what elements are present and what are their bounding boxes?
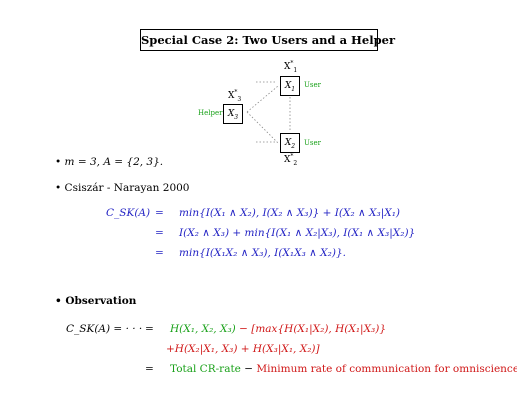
obs-total-cr-rate: Total CR-rate <box>170 363 241 375</box>
obs-minus: − <box>244 363 254 375</box>
user-label-top: User <box>304 81 321 89</box>
bullet-dot: • <box>55 295 62 307</box>
node-top-label: X*1 <box>284 60 298 74</box>
csk-eq-1: = <box>155 207 164 219</box>
bullet-observation-text: Observation <box>65 295 137 307</box>
obs-eq-3: = <box>145 363 154 375</box>
bullet-reference-text: Csiszár - Narayan 2000 <box>64 182 190 194</box>
csk-line-3: min{I(X₁X₂ ∧ X₃), I(X₁X₃ ∧ X₂)}. <box>179 247 346 259</box>
obs-max-term: − [max{H(X₁|X₂), H(X₁|X₃)} <box>239 323 387 335</box>
obs-eq-1: = <box>145 323 154 335</box>
csk-eq-3: = <box>155 247 164 259</box>
diagram-lines <box>246 81 291 144</box>
bullet-params-text: m = 3, A = {2, 3}. <box>64 156 164 168</box>
node-bottom-label: X*2 <box>284 153 298 167</box>
csk-eq-2: = <box>155 227 164 239</box>
obs-min-rate: Minimum rate of communication for omnisc… <box>256 363 517 375</box>
bullet-params: • m = 3, A = {2, 3}. <box>55 156 163 168</box>
node-helper-label: X*3 <box>228 89 242 103</box>
link-helper-bottom <box>246 111 279 144</box>
obs-line-2: +H(X₂|X₁, X₃) + H(X₃|X₁, X₂)] <box>166 343 320 355</box>
csk-line-2: I(X₂ ∧ X₃) + min{I(X₁ ∧ X₂|X₃), I(X₁ ∧ X… <box>179 227 416 239</box>
slide-title: Special Case 2: Two Users and a Helper <box>140 29 395 51</box>
node-top: X1 <box>280 76 300 96</box>
csk-line-1: min{I(X₁ ∧ X₂), I(X₂ ∧ X₃)} + I(X₂ ∧ X₃|… <box>179 207 401 219</box>
bullet-dot: • <box>55 156 62 168</box>
obs-lhs: C_SK(A) = · · · <box>66 323 143 335</box>
user-label-bottom: User <box>304 139 321 147</box>
obs-total-entropy: H(X₁, X₂, X₃) <box>170 323 236 335</box>
node-bottom: X2 <box>280 133 300 153</box>
obs-line-1: H(X₁, X₂, X₃) − [max{H(X₁|X₂), H(X₁|X₃)} <box>170 323 386 335</box>
bullet-observation: • Observation <box>55 295 136 307</box>
bullet-reference: • Csiszár - Narayan 2000 <box>55 182 190 194</box>
helper-label: Helper <box>198 109 223 117</box>
csk-lhs: C_SK(A) <box>106 207 151 219</box>
obs-line-3: Total CR-rate − Minimum rate of communic… <box>170 363 517 375</box>
node-helper: X3 <box>223 104 243 124</box>
bullet-dot: • <box>55 182 62 194</box>
link-helper-top <box>246 85 279 113</box>
